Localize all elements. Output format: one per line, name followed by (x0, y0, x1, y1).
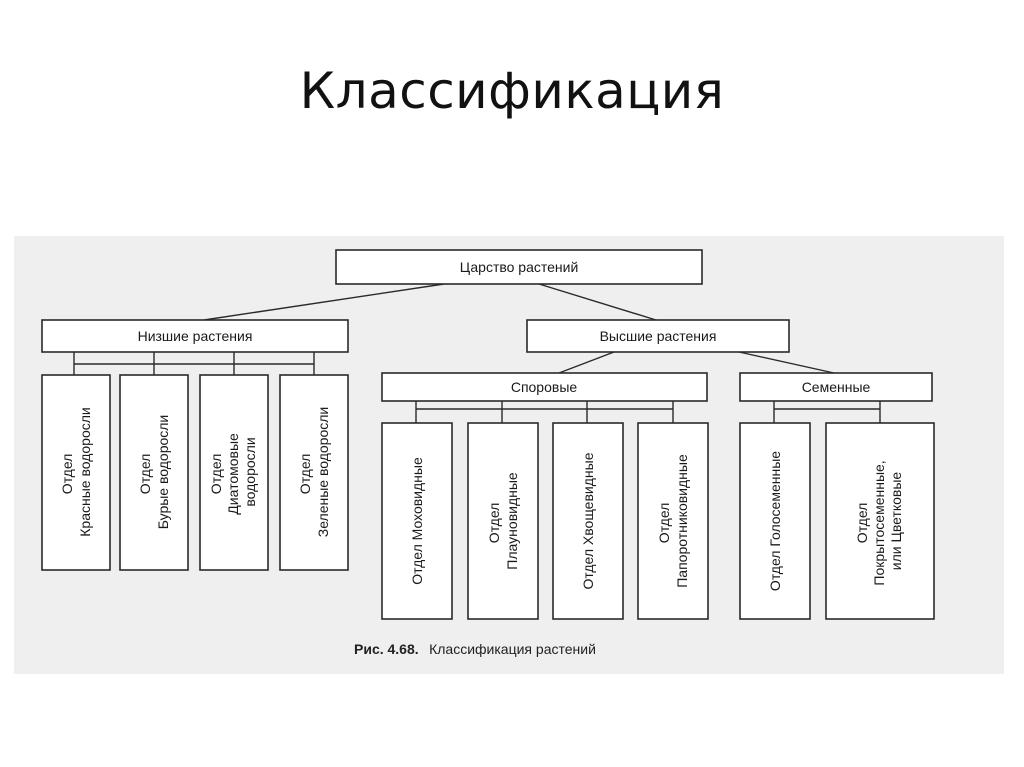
division-line: Красные водоросли (77, 407, 93, 536)
lower-plants-label: Низшие растения (138, 328, 253, 344)
connector-higher-spore (558, 351, 615, 374)
connector-root-lower (203, 283, 445, 321)
division-horsetails: Отдел Хвощевидные (552, 422, 624, 620)
division-line: Плауновидные (504, 472, 520, 570)
connector-higher-seed (738, 351, 835, 374)
connector-root-higher (538, 283, 657, 321)
connectors (73, 283, 881, 423)
root-node: Царство растений (335, 249, 703, 285)
division-line: Отдел (208, 454, 224, 495)
division-line: Отдел (137, 454, 153, 495)
division-line: Бурые водоросли (155, 415, 171, 530)
svg-text:Отдел Красные водоросл: Отдел Красные водоросли (59, 407, 93, 536)
root-label: Царство растений (460, 259, 579, 275)
division-line: Отдел (59, 454, 75, 495)
division-ferns: Отдел Папоротниковидные (637, 422, 709, 620)
spore-plants-label: Споровые (511, 379, 578, 395)
svg-text:Отдел Зеленые водоросл: Отдел Зеленые водоросли (297, 407, 331, 537)
svg-text:Отдел Папоротниковидны: Отдел Папоротниковидные (656, 454, 690, 588)
svg-text:Отдел Моховидные: Отдел Моховидные (409, 457, 425, 585)
classification-diagram: Царство растений Низшие растения Высшие … (41, 249, 935, 658)
figure-number: Рис. 4.68. (354, 641, 419, 657)
division-line: Отдел (486, 503, 502, 544)
higher-plants-label: Высшие растения (600, 328, 717, 344)
division-red-algae: Отдел Красные водоросли (41, 374, 111, 571)
division-line: Папоротниковидные (674, 454, 690, 588)
division-line: Отдел Моховидные (409, 457, 425, 585)
division-gymnosperms: Отдел Голосеменные (739, 422, 811, 620)
division-line: водоросли (242, 437, 258, 506)
svg-text:Отдел Хвощевидные: Отдел Хвощевидные (580, 452, 596, 589)
division-diatoms: Отдел Диатомовые водоросли (199, 374, 269, 571)
seed-plants-label: Семенные (802, 379, 871, 395)
division-line: Отдел (297, 454, 313, 495)
division-line: Отдел (854, 503, 870, 544)
division-line: Покрытосеменные, (871, 460, 887, 585)
division-line: или Цветковые (888, 472, 904, 571)
svg-text:Отдел Диатомовые: Отдел Диатомовые водоросли (208, 429, 258, 514)
seed-plants-node: Семенные (739, 372, 933, 402)
lower-plants-node: Низшие растения (41, 319, 349, 353)
svg-text:Отдел Плауновидные: Отдел Плауновидные (486, 472, 520, 570)
figure-caption: Рис. 4.68. Классификация растений (354, 641, 596, 658)
division-line: Зеленые водоросли (315, 407, 331, 537)
figure-caption-text: Классификация растений (429, 641, 596, 657)
division-line: Диатомовые (225, 433, 241, 515)
division-brown-algae: Отдел Бурые водоросли (119, 374, 189, 571)
higher-plants-node: Высшие растения (526, 319, 790, 353)
division-lycopods: Отдел Плауновидные (467, 422, 539, 620)
division-line: Отдел (656, 503, 672, 544)
spore-plants-node: Споровые (381, 372, 708, 402)
division-line: Отдел Голосеменные (767, 451, 783, 591)
svg-text:Отдел Голосеменные: Отдел Голосеменные (767, 451, 783, 591)
division-angiosperms: Отдел Покрытосеменные, или Цветковые (825, 422, 935, 620)
division-green-algae: Отдел Зеленые водоросли (279, 374, 349, 571)
svg-text:Отдел Бурые водоросли: Отдел Бурые водоросли (137, 415, 171, 530)
division-line: Отдел Хвощевидные (580, 452, 596, 589)
svg-text:Отдел Покрытосеменные,: Отдел Покрытосеменные, или Цветковые (854, 456, 904, 585)
scanned-figure: Царство растений Низшие растения Высшие … (14, 236, 1004, 674)
division-mosses: Отдел Моховидные (381, 422, 453, 620)
slide-title: Классификация (299, 62, 725, 120)
